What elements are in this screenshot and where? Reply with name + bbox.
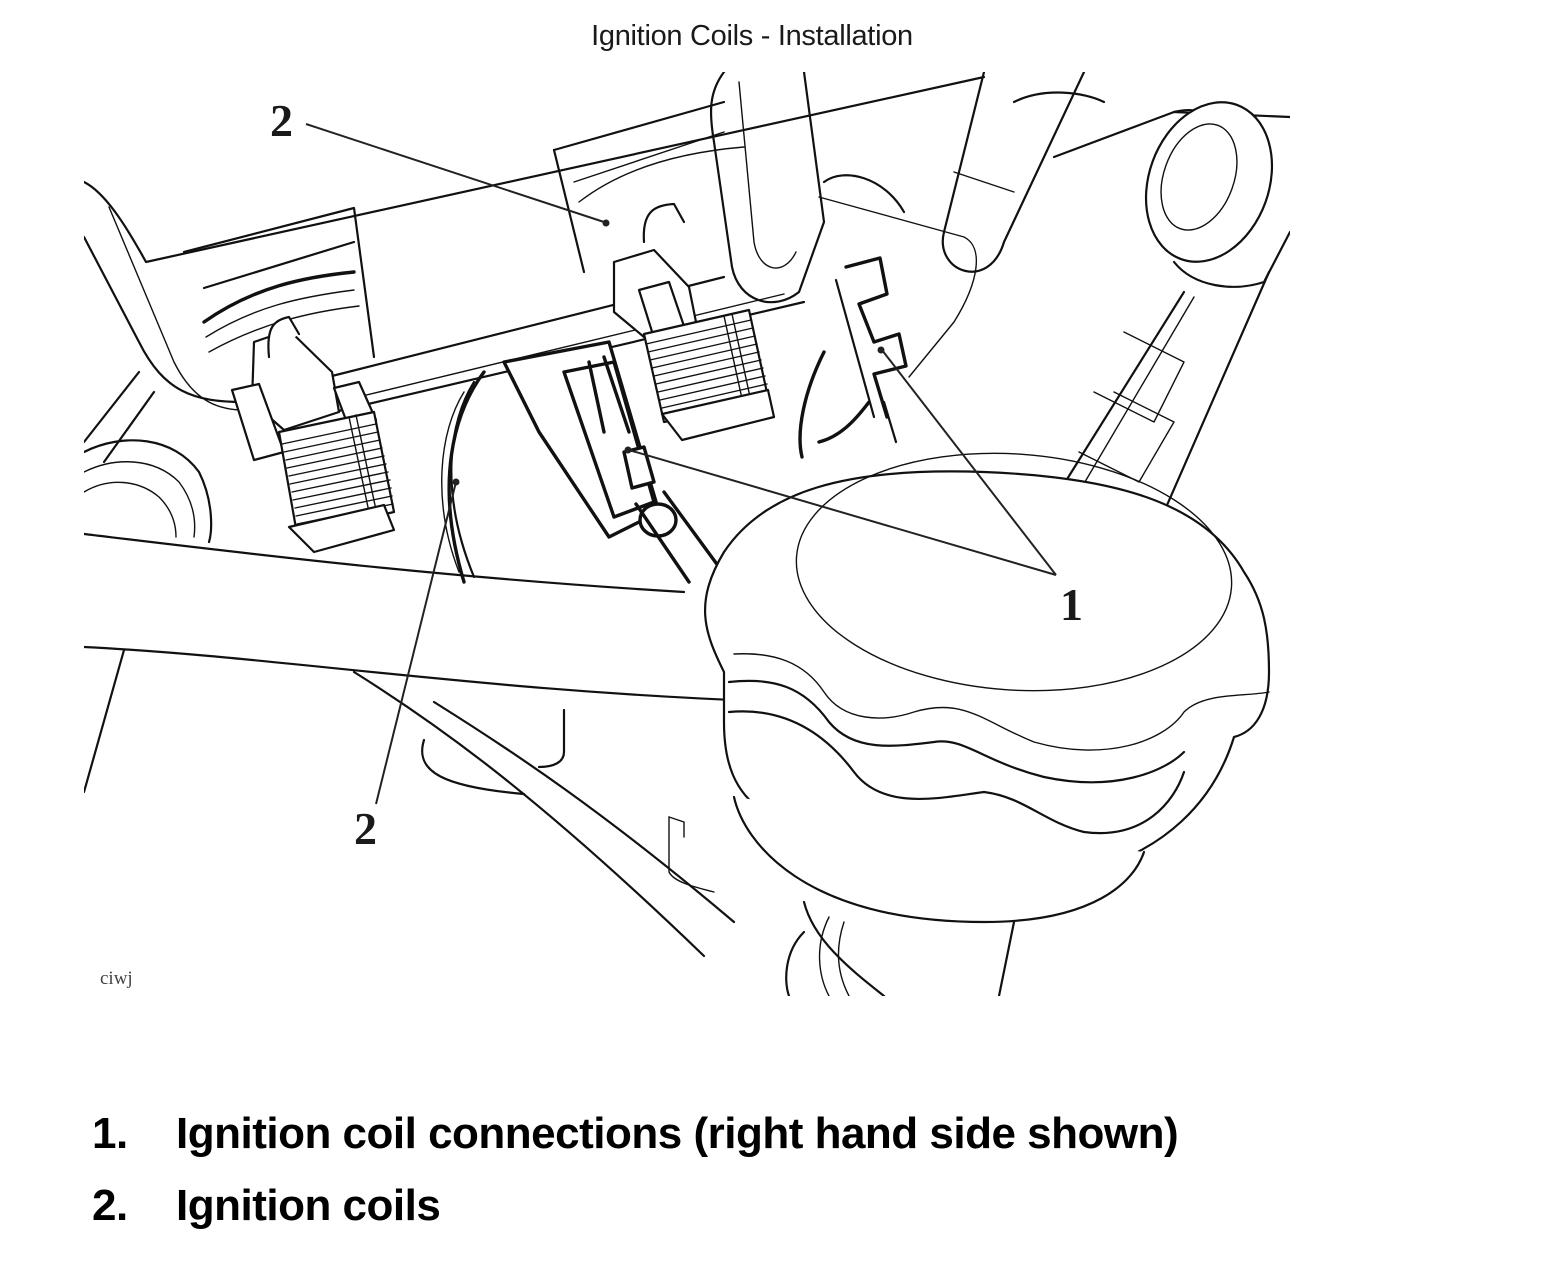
leader-dot-1-left [624, 446, 632, 454]
leader-1-left [628, 449, 1057, 576]
illustration-svg: 2 2 1 ciwj [84, 72, 1290, 996]
callout-1: 1 [1060, 579, 1083, 630]
legend-text: Ignition coil connections (right hand si… [176, 1109, 1179, 1158]
throttle-housing [84, 370, 486, 584]
callout-2-top: 2 [270, 95, 293, 146]
page-title: Ignition Coils - Installation [591, 20, 913, 52]
filler-cap [668, 452, 1271, 996]
right-ignition-coil [612, 202, 776, 442]
ignition-coils-illustration: 2 2 1 ciwj [84, 72, 1290, 996]
frame-tubes [84, 532, 786, 958]
legend-text: Ignition coils [176, 1181, 441, 1230]
coil-connector [502, 340, 721, 584]
legend-item: 1. Ignition coil connections (right hand… [92, 1098, 1179, 1170]
left-ignition-coil [230, 315, 396, 554]
callout-2-bottom: 2 [354, 803, 377, 854]
leader-2-top [305, 123, 605, 223]
right-bracket [798, 256, 908, 459]
leader-lines [305, 123, 1057, 805]
legend-number: 2. [92, 1181, 128, 1230]
leader-dot-2-top [602, 219, 610, 227]
leader-2-bottom [375, 481, 457, 805]
leader-dot-1-right [877, 346, 885, 354]
legend: 1. Ignition coil connections (right hand… [92, 1098, 1179, 1242]
right-components [818, 72, 1290, 514]
leader-dot-2-bottom [452, 478, 460, 486]
figure-code: ciwj [100, 968, 133, 989]
legend-item: 2. Ignition coils [92, 1170, 1178, 1242]
leader-1-right [881, 349, 1057, 576]
bent-pipe [709, 72, 826, 304]
upper-housing [84, 75, 986, 411]
legend-number: 1. [92, 1109, 128, 1158]
